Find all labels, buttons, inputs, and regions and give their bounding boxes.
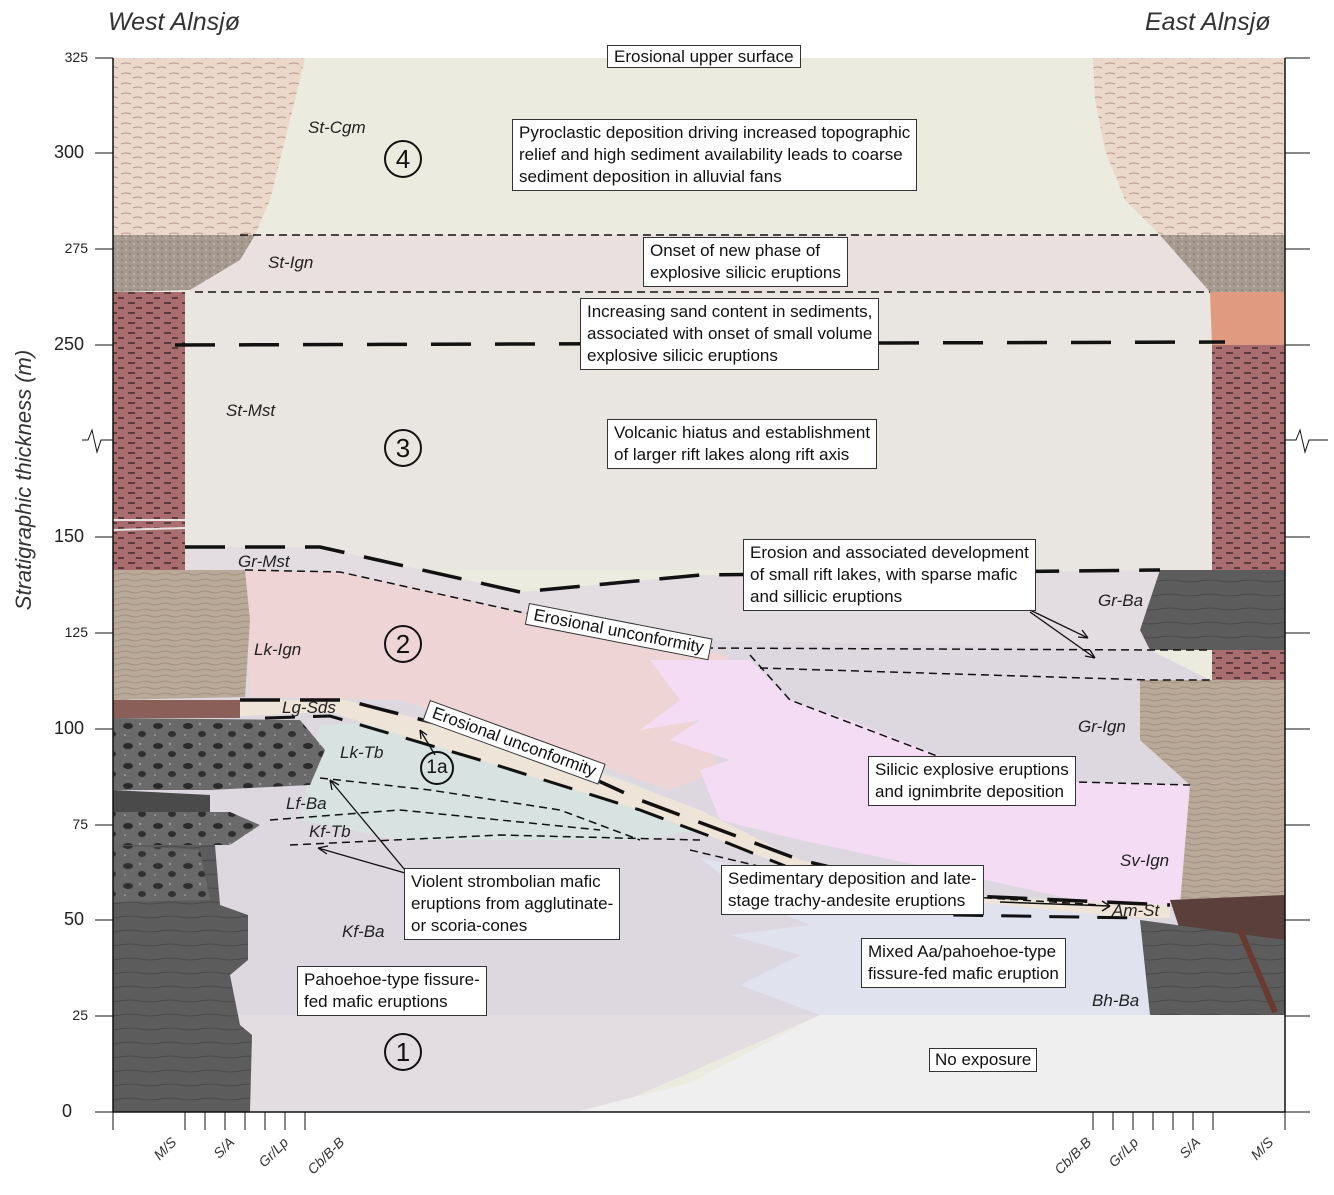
sedimentary-line-1: Sedimentary deposition and late- <box>728 868 977 890</box>
tick-75: 75 <box>48 816 88 832</box>
sand-line-2: associated with onset of small volume <box>587 323 872 345</box>
onset-line-2: explosive silicic eruptions <box>650 262 841 284</box>
sand-annotation: Increasing sand content in sediments, as… <box>580 298 879 370</box>
sedimentary-annotation: Sedimentary deposition and late- stage t… <box>721 865 984 915</box>
east-title: East Alnsjø <box>1145 8 1271 37</box>
unit-kf-tb: Kf-Tb <box>309 822 351 842</box>
tick-125: 125 <box>48 624 88 640</box>
strombolian-line-1: Violent strombolian mafic <box>411 871 613 893</box>
unit-sv-ign: Sv-Ign <box>1120 851 1169 871</box>
unit-am-st: Am-St <box>1112 901 1159 921</box>
unit-gr-mst: Gr-Mst <box>238 552 290 572</box>
infill-layers <box>113 58 1285 1112</box>
mixed-annotation: Mixed Aa/pahoehoe-type fissure-fed mafic… <box>861 938 1066 988</box>
y-ticks-left <box>95 58 113 1112</box>
no-exposure-label: No exposure <box>929 1048 1037 1072</box>
strombolian-line-2: eruptions from agglutinate- <box>411 893 613 915</box>
pyroclastic-line-1: Pyroclastic deposition driving increased… <box>519 122 910 144</box>
hiatus-line-2: of larger rift lakes along rift axis <box>614 444 870 466</box>
unit-lg-sds: Lg-Sds <box>282 698 336 718</box>
phase-1-marker: 1 <box>384 1033 422 1071</box>
erosion-lakes-line-3: and sillicic eruptions <box>750 586 1029 608</box>
onset-line-1: Onset of new phase of <box>650 240 841 262</box>
sand-line-1: Increasing sand content in sediments, <box>587 301 872 323</box>
axis-break-right <box>1285 430 1328 452</box>
tick-50: 50 <box>44 909 84 930</box>
unit-st-ign: St-Ign <box>268 253 313 273</box>
strombolian-line-3: or scoria-cones <box>411 915 613 937</box>
tick-0: 0 <box>34 1101 72 1122</box>
tick-275: 275 <box>48 240 88 256</box>
silicic-annotation: Silicic explosive eruptions and ignimbri… <box>868 756 1076 806</box>
phase-4-marker: 4 <box>384 140 422 178</box>
phase-3-marker: 3 <box>384 429 422 467</box>
unit-lf-ba: Lf-Ba <box>286 794 327 814</box>
pyroclastic-annotation: Pyroclastic deposition driving increased… <box>512 119 917 191</box>
west-title: West Alnsjø <box>108 8 240 37</box>
erosion-lakes-annotation: Erosion and associated development of sm… <box>743 539 1036 611</box>
silicic-line-1: Silicic explosive eruptions <box>875 759 1069 781</box>
pyroclastic-line-3: sediment deposition in alluvial fans <box>519 166 910 188</box>
pyroclastic-line-2: relief and high sediment availability le… <box>519 144 910 166</box>
phase-1a-marker: 1a <box>420 751 454 785</box>
unit-lk-ign: Lk-Ign <box>254 640 301 660</box>
unit-st-cgm: St-Cgm <box>308 118 366 138</box>
unit-kf-ba: Kf-Ba <box>342 922 385 942</box>
pahoehoe-annotation: Pahoehoe-type fissure- fed mafic eruptio… <box>297 966 487 1016</box>
pahoehoe-line-2: fed mafic eruptions <box>304 991 480 1013</box>
erosion-lakes-line-1: Erosion and associated development <box>750 542 1029 564</box>
tick-250: 250 <box>44 334 84 355</box>
unit-gr-ba: Gr-Ba <box>1098 591 1143 611</box>
pahoehoe-line-1: Pahoehoe-type fissure- <box>304 969 480 991</box>
hiatus-annotation: Volcanic hiatus and establishment of lar… <box>607 419 877 469</box>
y-axis-label: Stratigraphic thickness (m) <box>11 350 37 610</box>
sedimentary-line-2: stage trachy-andesite eruptions <box>728 890 977 912</box>
tick-300: 300 <box>44 142 84 163</box>
unit-st-mst: St-Mst <box>226 401 275 421</box>
onset-annotation: Onset of new phase of explosive silicic … <box>643 237 848 287</box>
unit-gr-ign: Gr-Ign <box>1078 717 1126 737</box>
sand-line-3: explosive silicic eruptions <box>587 345 872 367</box>
mixed-line-1: Mixed Aa/pahoehoe-type <box>868 941 1059 963</box>
silicic-line-2: and ignimbrite deposition <box>875 781 1069 803</box>
hiatus-line-1: Volcanic hiatus and establishment <box>614 422 870 444</box>
y-ticks-right <box>1285 58 1310 1112</box>
x-ticks <box>113 1112 1285 1130</box>
strombolian-annotation: Violent strombolian mafic eruptions from… <box>404 868 620 940</box>
tick-325: 325 <box>48 49 88 65</box>
phase-2-marker: 2 <box>384 625 422 663</box>
mixed-line-2: fissure-fed mafic eruption <box>868 963 1059 985</box>
tick-150: 150 <box>44 526 84 547</box>
erosional-upper-label: Erosional upper surface <box>607 45 801 68</box>
tick-100: 100 <box>44 718 84 739</box>
axis-break-left <box>82 430 113 452</box>
unit-lk-tb: Lk-Tb <box>340 743 383 763</box>
erosion-lakes-line-2: of small rift lakes, with sparse mafic <box>750 564 1029 586</box>
tick-25: 25 <box>48 1007 88 1023</box>
unit-bh-ba: Bh-Ba <box>1092 991 1139 1011</box>
